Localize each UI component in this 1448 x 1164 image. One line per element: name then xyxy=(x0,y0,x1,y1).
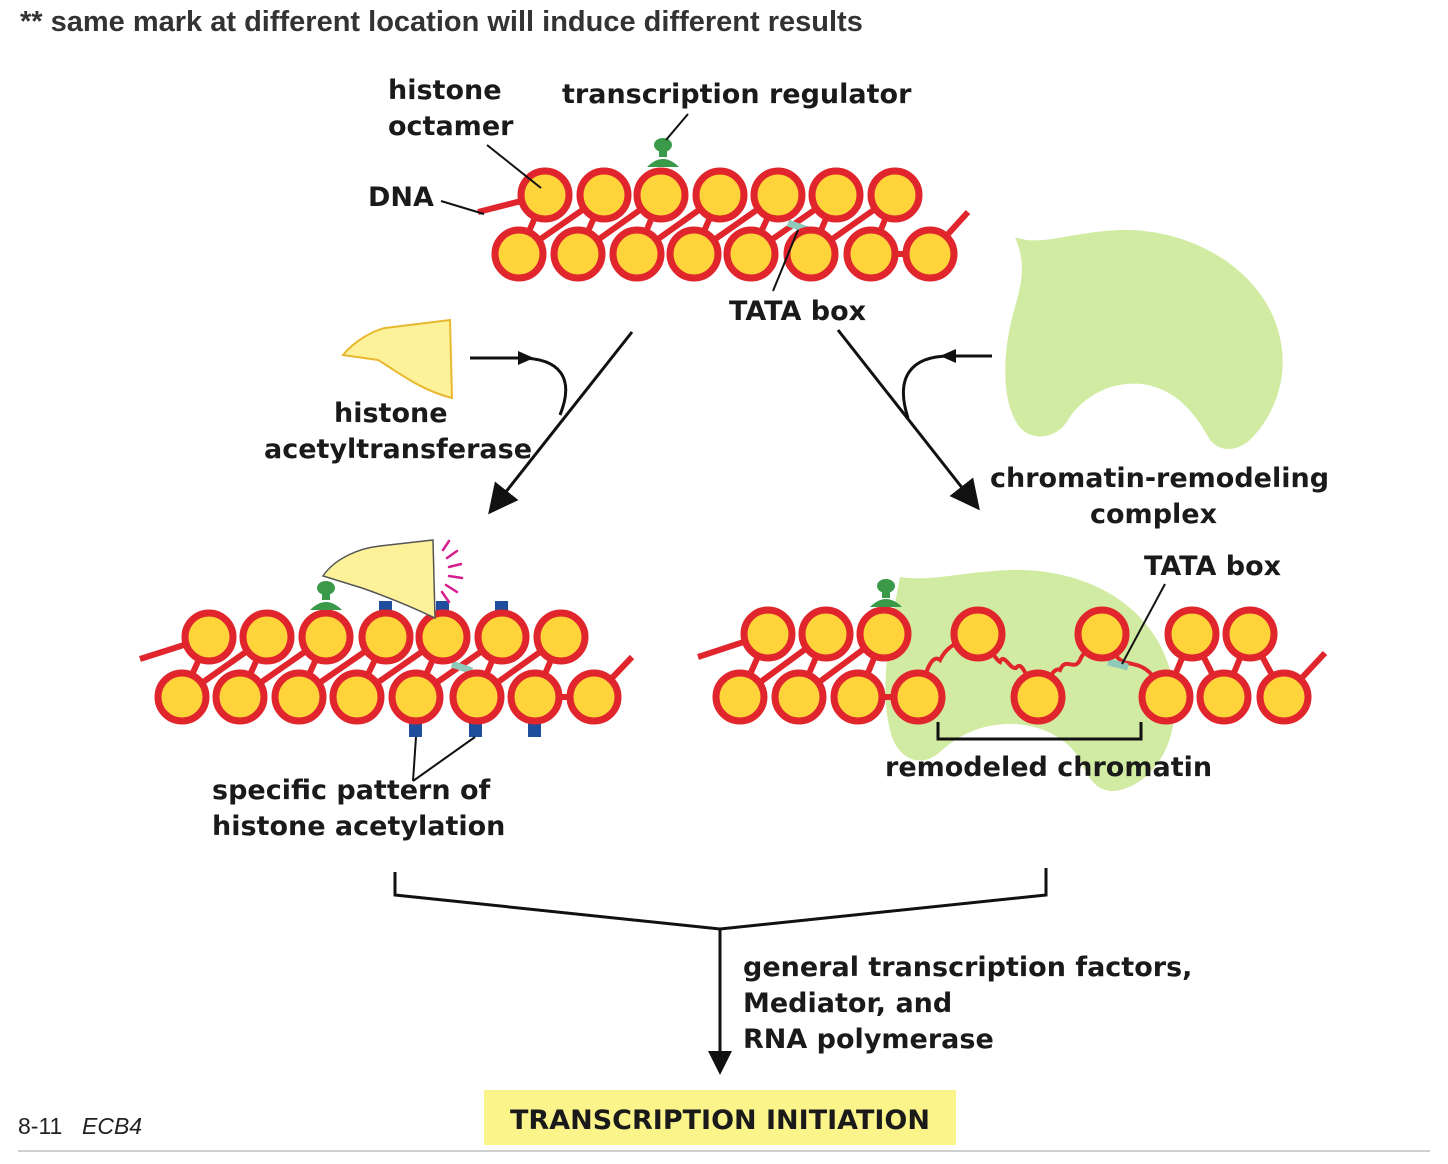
remodeled-chromatin xyxy=(697,569,1328,792)
histone-octamer xyxy=(491,226,547,282)
left-branch-arrow xyxy=(488,331,634,515)
right-dna-linker xyxy=(916,632,1168,699)
transcription-initiation-box xyxy=(484,1090,956,1145)
histone-octamer xyxy=(750,167,806,223)
histone-octamer xyxy=(902,226,958,282)
histone-octamer xyxy=(517,167,573,223)
convergence-bracket xyxy=(393,868,1048,931)
transcription-regulator-icon xyxy=(647,138,679,167)
acetylated-chromatin xyxy=(139,539,635,737)
histone-octamer xyxy=(740,606,796,662)
histone-octamer xyxy=(1222,606,1278,662)
chromatin-remodeling-complex-icon xyxy=(1005,229,1283,449)
histone-octamer xyxy=(856,606,912,662)
gtf-label-1: general transcription factors, xyxy=(743,952,1192,983)
transcription-initiation-label: TRANSCRIPTION INITIATION xyxy=(510,1105,930,1136)
histone-octamer xyxy=(1138,669,1194,725)
histone-octamer xyxy=(1074,606,1130,662)
histone-octamer-leader xyxy=(486,144,542,189)
acetylation-pattern-label-1: specific pattern of xyxy=(212,775,491,806)
hat-joining-arrowhead xyxy=(518,351,534,365)
dna-leader xyxy=(440,200,485,215)
histone-octamer xyxy=(692,167,748,223)
gtf-label-3: RNA polymerase xyxy=(743,1024,994,1055)
histone-octamer xyxy=(507,669,563,725)
histone-octamer-label-2: octamer xyxy=(388,111,514,142)
histone-octamer xyxy=(154,669,210,725)
header-note: ** same mark at different location will … xyxy=(20,6,863,38)
histone-acetyltransferase-label-2: acetyltransferase xyxy=(264,434,532,465)
remodeled-chromatin-label: remodeled chromatin xyxy=(885,752,1212,783)
histone-octamer-label-1: histone xyxy=(388,75,502,106)
acetylation-leader-1 xyxy=(412,736,417,782)
transcription-regulator-icon xyxy=(870,579,902,607)
histone-octamer xyxy=(576,167,632,223)
right-tata-segment xyxy=(1107,658,1129,671)
activity-sparkle-icon xyxy=(440,539,464,604)
histone-octamer xyxy=(566,669,622,725)
histone-octamer xyxy=(783,226,839,282)
histone-octamer xyxy=(771,669,827,725)
chromatin-remodeling-complex-label-2: complex xyxy=(1090,499,1217,530)
histone-octamer xyxy=(830,669,886,725)
gtf-label-2: Mediator, and xyxy=(743,988,952,1019)
histone-octamer xyxy=(358,609,414,665)
histone-octamer xyxy=(609,226,665,282)
chromatin-remodeling-complex-label-1: chromatin-remodeling xyxy=(990,463,1329,494)
acetyl-mark xyxy=(469,721,482,737)
remodeler-joining-arrow xyxy=(902,354,992,419)
histone-octamer xyxy=(666,226,722,282)
tata-box-top-label: TATA box xyxy=(729,296,866,327)
left-tata-segment xyxy=(450,660,474,675)
histone-octamer xyxy=(271,669,327,725)
histone-octamer xyxy=(415,609,471,665)
histone-octamer xyxy=(329,669,385,725)
acetyl-mark xyxy=(409,721,422,737)
tata-box-top-leader xyxy=(772,229,799,292)
histone-octamer xyxy=(798,606,854,662)
histone-octamer xyxy=(550,226,606,282)
tata-box-right-label: TATA box xyxy=(1144,551,1281,582)
histone-octamer xyxy=(474,609,530,665)
histone-octamer xyxy=(723,226,779,282)
acetylation-leader-2 xyxy=(412,736,476,782)
histone-acetyltransferase-icon xyxy=(341,318,454,400)
histone-octamer xyxy=(633,167,689,223)
acetyl-mark xyxy=(528,721,541,737)
figure-number: 8-11 xyxy=(18,1113,62,1139)
top-chromatin xyxy=(477,138,971,282)
histone-octamer xyxy=(388,669,444,725)
histone-octamer xyxy=(239,609,295,665)
histone-octamer xyxy=(808,167,864,223)
histone-octamer xyxy=(1196,669,1252,725)
histone-octamer xyxy=(950,606,1006,662)
histone-octamer xyxy=(867,167,923,223)
histone-acetyltransferase-label-1: histone xyxy=(334,398,448,429)
histone-octamer xyxy=(1010,669,1066,725)
dna-label: DNA xyxy=(368,182,434,213)
histone-octamer xyxy=(298,609,354,665)
remodeled-chromatin-bracket xyxy=(936,722,1143,741)
histone-octamer xyxy=(843,226,899,282)
acetylation-pattern-label-2: histone acetylation xyxy=(212,811,505,842)
transcription-regulator-leader xyxy=(665,113,689,141)
histone-octamer xyxy=(712,669,768,725)
transcription-regulator-label: transcription regulator xyxy=(562,79,912,110)
histone-octamer xyxy=(533,609,589,665)
figure-source: ECB4 xyxy=(82,1113,142,1139)
hat-joining-arrow xyxy=(470,356,568,416)
histone-octamer xyxy=(890,669,946,725)
histone-octamer xyxy=(449,669,505,725)
histone-octamer xyxy=(1164,606,1220,662)
histone-octamer xyxy=(1256,669,1312,725)
histone-octamer xyxy=(212,669,268,725)
remodeler-joining-arrowhead xyxy=(940,349,956,363)
bound-hat-icon xyxy=(321,539,436,620)
transcription-regulator-icon xyxy=(310,581,342,610)
histone-octamer xyxy=(181,609,237,665)
tata-box-right-leader xyxy=(1121,583,1166,665)
right-branch-arrow xyxy=(836,329,980,511)
